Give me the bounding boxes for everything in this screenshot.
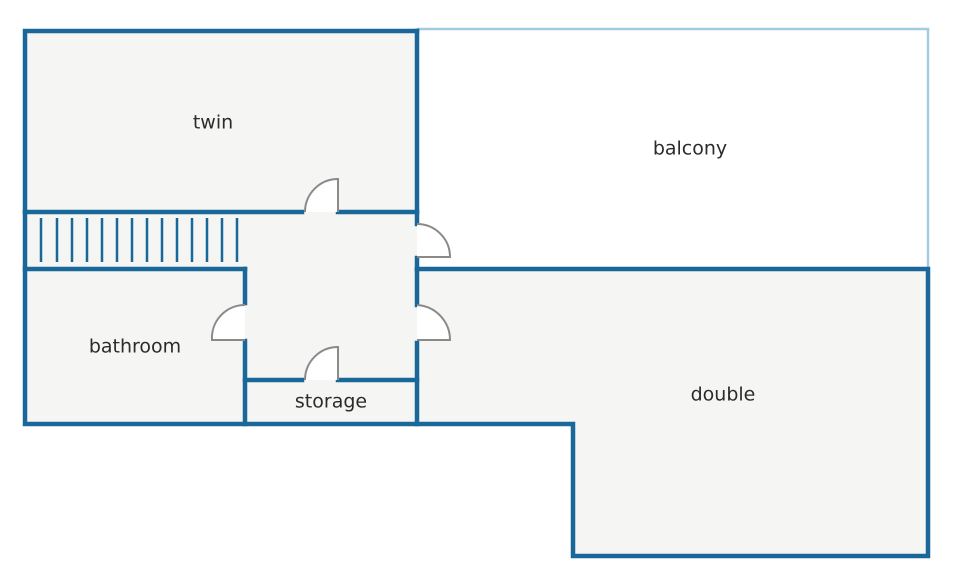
- twin-door[interactable]: [304, 177, 339, 213]
- twin-label: twin: [193, 112, 233, 134]
- storage-label: storage: [295, 391, 367, 413]
- walls: [22, 28, 931, 559]
- bathroom-floor[interactable]: [25, 269, 245, 424]
- storage-door[interactable]: [304, 345, 339, 381]
- twin-floor[interactable]: [25, 31, 417, 212]
- storage-floor[interactable]: [245, 380, 417, 424]
- balcony-door[interactable]: [416, 223, 452, 258]
- balcony-floor[interactable]: [417, 29, 928, 269]
- staircase: [39, 218, 239, 262]
- balcony-label: balcony: [653, 138, 727, 160]
- double-label: double: [691, 384, 756, 406]
- double-door[interactable]: [416, 304, 452, 341]
- doors: [210, 177, 452, 381]
- double-floor[interactable]: [417, 269, 928, 556]
- floors: [25, 29, 928, 556]
- bathroom-label: bathroom: [89, 336, 181, 358]
- bathroom-door[interactable]: [210, 303, 246, 341]
- stairs-floor: [25, 212, 245, 269]
- balcony-outline: [417, 27, 930, 269]
